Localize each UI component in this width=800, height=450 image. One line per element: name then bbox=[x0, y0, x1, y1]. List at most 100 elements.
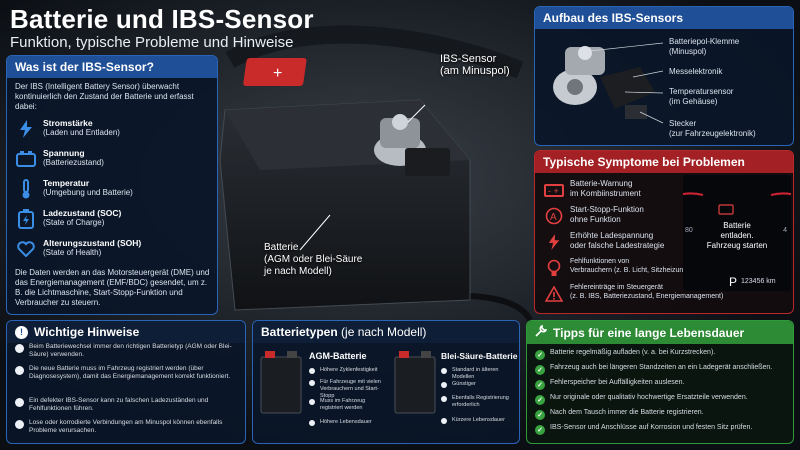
symptom-item: A Start-Stopp-Funktion ohne Funktion bbox=[543, 205, 680, 227]
aufbau-panel: Aufbau des IBS-Sensors Batteriepol-Klemm… bbox=[534, 6, 794, 146]
tip-item: ✓Batterie regelmäßig aufladen (v. a. bei… bbox=[535, 349, 789, 360]
measure-desc: (State of Health) bbox=[43, 248, 102, 257]
tip-text: IBS-Sensor und Anschlüsse auf Korrosion … bbox=[550, 424, 753, 431]
agm-feature: Höhere Lebensdauer bbox=[309, 419, 385, 426]
instrument-cluster: 80 4 Batterie entladen. Fahrzeug starten… bbox=[683, 175, 791, 291]
tip-text: Nur originale oder qualitativ hochwertig… bbox=[550, 394, 748, 401]
measure-title: Stromstärke bbox=[43, 118, 93, 128]
lightning-icon bbox=[15, 118, 37, 140]
tip-item: ✓ Nur originale oder qualitativ hochwerti… bbox=[535, 394, 789, 405]
symptom-text: Batterie-Warnung im Kombiinstrument bbox=[570, 179, 641, 198]
battery-icon bbox=[15, 148, 37, 170]
svg-text:- +: - + bbox=[548, 186, 559, 196]
agm-name: AGM-Batterie bbox=[309, 351, 367, 361]
symptom-text: Start-Stopp-Funktion ohne Funktion bbox=[570, 205, 644, 224]
agm-feature: Muss im Fahrzeug registriert werden bbox=[309, 398, 385, 412]
hint-item: Beim Batteriewechsel immer den richtigen… bbox=[15, 343, 241, 359]
svg-text:+: + bbox=[273, 65, 282, 82]
symptom-item: - + Batterie-Warnung im Kombiinstrument bbox=[543, 179, 680, 201]
lead-battery-icon bbox=[394, 351, 436, 414]
agm-battery-icon bbox=[260, 351, 302, 414]
hint-item: Die neue Batterie muss im Fahrzeug regis… bbox=[15, 365, 241, 381]
bullet-icon bbox=[309, 368, 315, 374]
cluster-odometer: 123456 km bbox=[741, 278, 776, 285]
check-icon: ✓ bbox=[535, 410, 545, 420]
agm-feature: Für Fahrzeuge mit vielen Verbrauchern un… bbox=[309, 379, 385, 400]
bullet-icon bbox=[441, 368, 447, 374]
measure-title: Ladezustand (SOC) bbox=[43, 208, 122, 218]
battery-warning-icon: - + bbox=[543, 179, 565, 201]
measure-title: Spannung bbox=[43, 148, 85, 158]
what-is-ibs-panel: Was ist der IBS-Sensor? Der IBS (Intelli… bbox=[6, 55, 218, 315]
battery-types-panel: Batterietypen (je nach Modell) AGM-Batte… bbox=[252, 320, 520, 444]
lead-feature-text: Günstiger bbox=[452, 381, 476, 387]
measure-item-soc: Ladezustand (SOC)(State of Charge) bbox=[15, 208, 121, 230]
bulb-icon bbox=[543, 257, 565, 279]
bullet-icon bbox=[15, 344, 24, 353]
lead-feature-text: Ebenfalls Registrierung erforderlich bbox=[452, 395, 509, 408]
ibs-callout: IBS-Sensor (am Minuspol) bbox=[440, 53, 510, 77]
what-outro: Die Daten werden an das Motorsteuergerät… bbox=[15, 268, 210, 307]
tip-text: Nach dem Tausch immer die Batterie regis… bbox=[550, 409, 704, 416]
measure-title: Alterungszustand (SOH) bbox=[43, 238, 142, 248]
hint-text: Ein defekter IBS-Sensor kann zu falschen… bbox=[29, 397, 209, 412]
bullet-icon bbox=[309, 420, 315, 426]
measure-desc: (Umgebung und Batterie) bbox=[43, 188, 133, 197]
check-icon: ✓ bbox=[535, 365, 545, 375]
measure-item-current: Stromstärke(Laden und Entladen) bbox=[15, 118, 120, 140]
types-heading: Batterietypen bbox=[261, 325, 338, 339]
tips-heading: Tipps für eine lange Lebensdauer bbox=[553, 325, 745, 340]
agm-feature-text: Für Fahrzeuge mit vielen Verbrauchern un… bbox=[320, 379, 381, 399]
lightning-icon bbox=[543, 231, 565, 253]
symptoms-panel: Typische Symptome bei Problemen - + Batt… bbox=[534, 150, 794, 314]
check-icon: ✓ bbox=[535, 380, 545, 390]
hint-item: Ein defekter IBS-Sensor kann zu falschen… bbox=[15, 397, 241, 413]
what-is-ibs-heading: Was ist der IBS-Sensor? bbox=[7, 56, 217, 78]
aufbau-heading: Aufbau des IBS-Sensors bbox=[535, 7, 793, 29]
bullet-icon bbox=[15, 366, 24, 375]
lead-feature: Kürzere Lebensdauer bbox=[441, 417, 517, 424]
symptom-item: Fehlereinträge im Steuergerät (z. B. IBS… bbox=[543, 283, 723, 305]
heart-icon bbox=[15, 238, 37, 260]
page-title: Batterie und IBS-Sensor bbox=[10, 4, 314, 34]
bullet-icon bbox=[309, 399, 315, 405]
aufbau-label-temp: Temperatursensor (im Gehäuse) bbox=[669, 87, 734, 106]
bullet-icon bbox=[309, 380, 315, 386]
measure-desc: (Laden und Entladen) bbox=[43, 128, 120, 137]
agm-feature-text: Höhere Lebensdauer bbox=[320, 419, 372, 425]
warning-triangle-icon bbox=[543, 283, 565, 305]
tip-text: Fahrzeug auch bei längeren Standzeiten a… bbox=[550, 364, 773, 371]
lead-feature-text: Standard in älteren Modellen bbox=[452, 367, 499, 380]
svg-text:A: A bbox=[550, 212, 557, 223]
symptom-text: Fehlfunktionen von Verbrauchern (z. B. L… bbox=[570, 258, 690, 274]
check-icon: ✓ bbox=[535, 395, 545, 405]
page-subtitle: Funktion, typische Probleme und Hinweise bbox=[10, 34, 294, 51]
aufbau-label-electronics: Messelektronik bbox=[669, 67, 723, 76]
agm-feature-text: Muss im Fahrzeug registriert werden bbox=[320, 398, 366, 411]
tips-panel: Tipps für eine lange Lebensdauer ✓Batter… bbox=[526, 320, 794, 444]
cluster-message: Batterie entladen. Fahrzeug starten bbox=[706, 221, 768, 250]
hints-panel: ! Wichtige Hinweise Beim Batteriewechsel… bbox=[6, 320, 246, 444]
hints-heading-bar: ! Wichtige Hinweise bbox=[7, 321, 245, 343]
measure-desc: (Batteriezustand) bbox=[43, 158, 104, 167]
measure-item-voltage: Spannung(Batteriezustand) bbox=[15, 148, 104, 170]
tips-heading-bar: Tipps für eine lange Lebensdauer bbox=[527, 321, 793, 344]
hints-heading: Wichtige Hinweise bbox=[34, 325, 140, 339]
symptom-item: Erhöhte Ladespannung oder falsche Ladest… bbox=[543, 231, 690, 253]
types-heading-bar: Batterietypen (je nach Modell) bbox=[253, 321, 519, 343]
tip-item: ✓ Nach dem Tausch immer die Batterie regi… bbox=[535, 409, 789, 420]
measure-item-temperature: Temperatur(Umgebung und Batterie) bbox=[15, 178, 133, 200]
what-intro: Der IBS (Intelligent Battery Sensor) übe… bbox=[15, 82, 194, 111]
agm-feature-text: Höhere Zyklenfestigkeit bbox=[320, 367, 378, 373]
bullet-icon bbox=[15, 420, 24, 429]
tip-item: ✓ Fehlerspeicher bei Auffälligkeiten ausl… bbox=[535, 379, 789, 390]
ibs-sensor-photo bbox=[374, 114, 450, 176]
measure-title: Temperatur bbox=[43, 178, 90, 188]
tip-text: Fehlerspeicher bei Auffälligkeiten ausle… bbox=[550, 379, 685, 386]
measure-item-soh: Alterungszustand (SOH)(State of Health) bbox=[15, 238, 141, 260]
lead-feature: Standard in älteren Modellen bbox=[441, 367, 517, 381]
symptom-text: Erhöhte Ladespannung oder falsche Ladest… bbox=[570, 231, 665, 250]
aufbau-label-plug: Stecker (zur Fahrzeugelektronik) bbox=[669, 119, 756, 138]
bullet-icon bbox=[441, 382, 447, 388]
check-icon: ✓ bbox=[535, 425, 545, 435]
